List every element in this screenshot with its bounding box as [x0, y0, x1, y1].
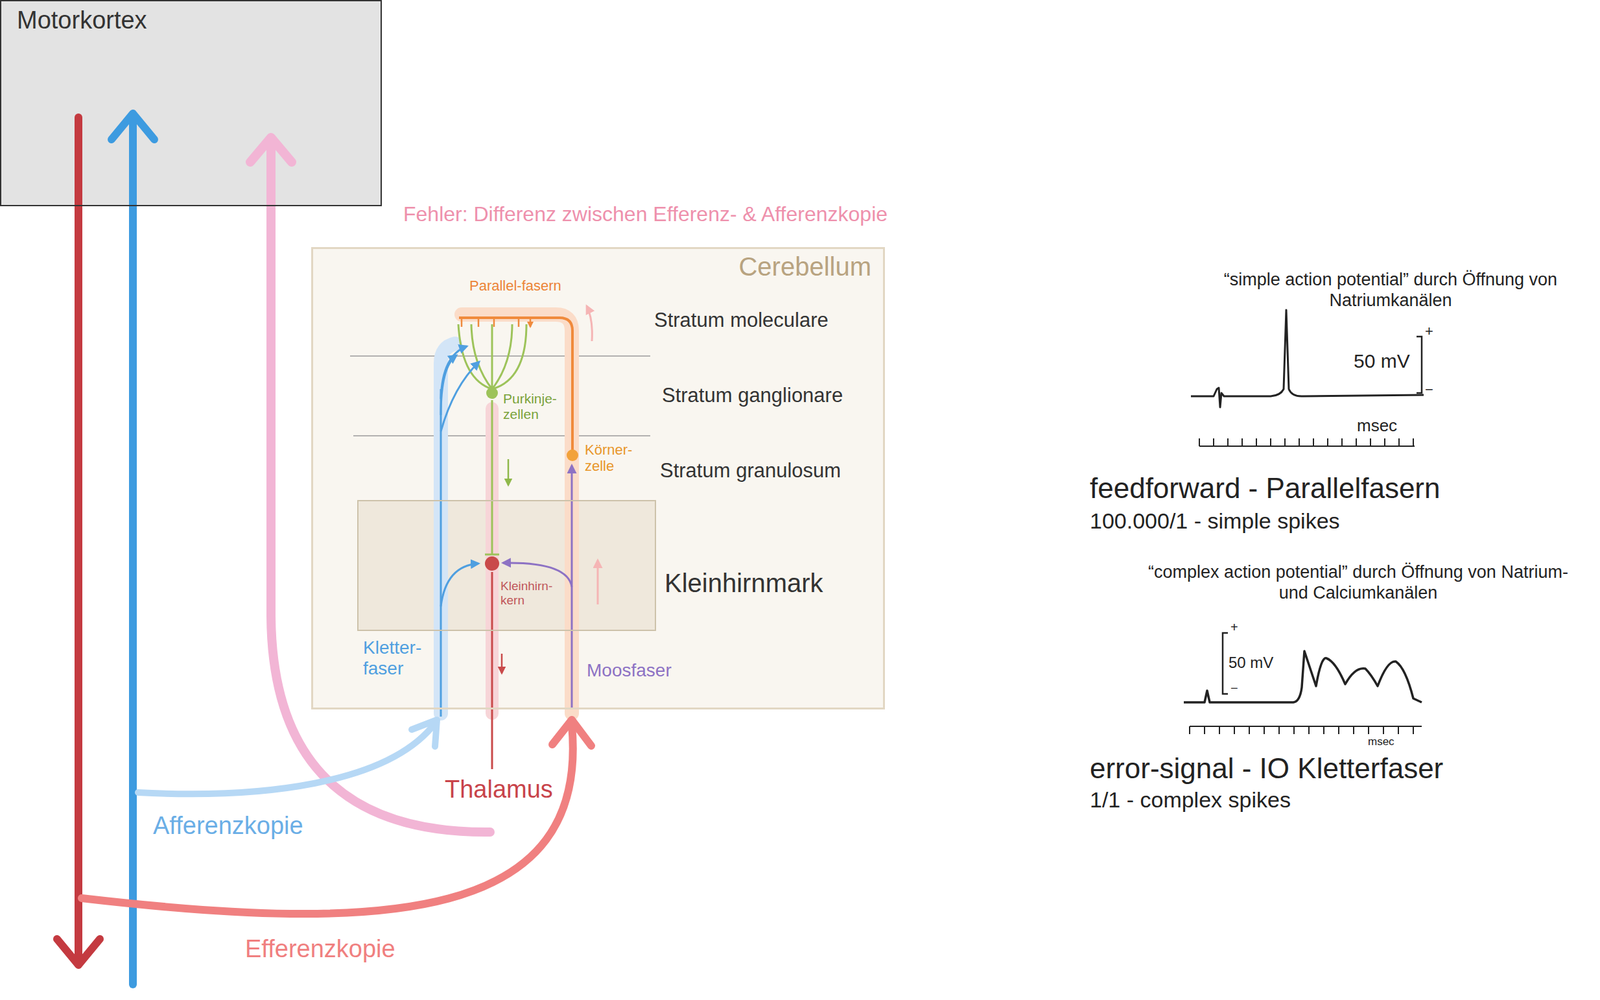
text-label: Fehler: Differenz zwischen Efferenz- & A… [403, 202, 888, 227]
text-label: Stratum granulosum [659, 458, 841, 483]
direction-arrow [586, 305, 592, 342]
climbing-fiber-branch [440, 346, 467, 399]
arrow-head [552, 719, 592, 746]
arrow-head [411, 719, 437, 747]
parallel-fiber [458, 317, 573, 450]
purkinje-cell: Purkinje- zellen [486, 387, 498, 399]
scale-bar [1416, 336, 1422, 393]
text-label: Moosfaser [586, 659, 672, 681]
inhibitory-connector [484, 400, 500, 555]
efference-copy-arrow [81, 724, 574, 914]
layer-line [350, 355, 651, 436]
arrow-head [57, 938, 100, 965]
text-label: Efferenzkopie [245, 934, 396, 964]
node-label: Cerebellum [738, 251, 872, 282]
simple-spike-trace [1190, 309, 1424, 408]
direction-arrow [507, 458, 510, 485]
direction-arrow [501, 653, 504, 673]
purkinje-dendrites [458, 324, 527, 389]
text-label: − [1230, 680, 1239, 696]
climbing-fiber-collateral [440, 563, 479, 607]
text-label: “complex action potential” durch Öffnung… [1147, 561, 1569, 604]
text-label: Parallel-fasern [469, 277, 562, 294]
climbing-fiber-branch [440, 361, 480, 432]
cortex-fill [0, 0, 382, 207]
text-label: 1/1 - complex spikes [1089, 787, 1291, 813]
parallel-fiber-synapse [461, 317, 531, 327]
text-label: feedforward - Parallelfasern [1089, 471, 1440, 506]
granule-cell: Körner- zelle [566, 449, 579, 461]
text-label: + [1230, 619, 1239, 635]
white-matter-fill [357, 499, 657, 631]
cerebellum-fill [311, 247, 885, 710]
node-label: Kleinhirn- kern [500, 578, 553, 608]
afferent-arrow [129, 119, 137, 985]
climbing-fiber [440, 388, 443, 717]
text-label: error-signal - IO Kletterfaser [1089, 752, 1444, 786]
cortex-box: Motorkortex [0, 0, 382, 207]
afference-copy-arrow [138, 722, 436, 794]
mossy-fiber [571, 465, 574, 710]
cerebellar-nucleus: Kleinhirn- kern [484, 556, 500, 571]
complex-spike-trace [1183, 650, 1422, 703]
text-label: msec [1356, 416, 1398, 436]
text-label: Stratum moleculare [654, 308, 829, 332]
text-label: 50 mV [1228, 653, 1274, 672]
text-label: Afferenzkopie [152, 811, 304, 841]
text-label: 100.000/1 - simple spikes [1089, 508, 1341, 534]
arrow-head [250, 137, 292, 163]
fiber-glow [461, 314, 572, 714]
time-axis [1199, 438, 1415, 447]
arrow-head [111, 113, 155, 140]
text-label: “simple action potential” durch Öffnung … [1186, 269, 1595, 312]
scale-bar [1222, 632, 1228, 694]
text-label: 50 mV [1353, 350, 1411, 373]
text-label: Kletter- faser [363, 637, 422, 679]
nucleus-output [491, 571, 494, 769]
text-label: Thalamus [444, 775, 553, 804]
node-label: Kleinhirnmark [664, 567, 824, 598]
connector-line [491, 400, 494, 555]
time-axis [1189, 726, 1422, 734]
direction-arrow [597, 560, 600, 605]
text-label: Stratum ganglionare [661, 383, 843, 408]
text-label: − [1424, 381, 1434, 398]
white-matter-box: KleinhirnmarkKleinhirn- kern [357, 499, 657, 631]
efferent-arrow [74, 117, 83, 960]
text-label: msec [1367, 735, 1395, 749]
text-label: + [1424, 322, 1434, 340]
node-label: Motorkortex [16, 6, 148, 36]
node-label: Purkinje- zellen [503, 390, 557, 423]
node-label: Körner- zelle [584, 441, 633, 475]
error-arrow [270, 139, 491, 832]
inhibitory-end [484, 553, 500, 556]
